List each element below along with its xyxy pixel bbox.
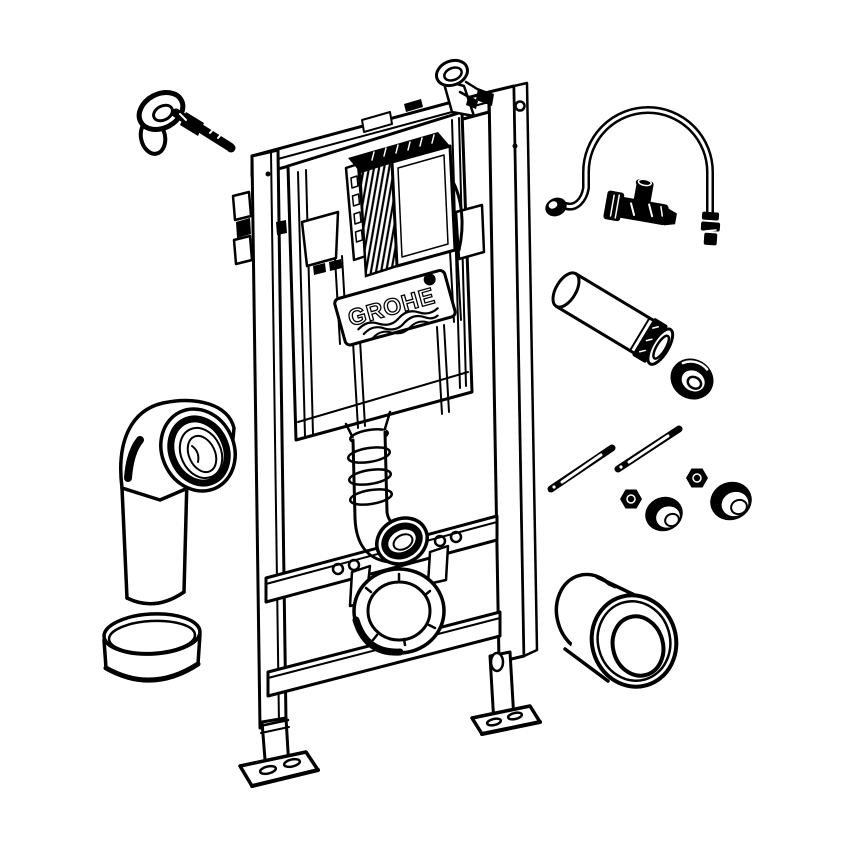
hose-fitting-right	[700, 211, 721, 246]
frame-foot-right	[470, 650, 542, 736]
actuator-top-dashes	[371, 134, 435, 161]
logo-wave-lines	[357, 307, 439, 339]
rail-clamp	[231, 190, 254, 266]
flush-actuator-unit	[344, 132, 464, 278]
hex-nut-left	[620, 489, 642, 509]
bracket-notches	[364, 572, 437, 647]
frame-foot-left	[238, 716, 320, 788]
wall-bracket	[434, 58, 494, 118]
cover-cap-left	[645, 496, 683, 532]
cover-cap-right	[710, 481, 752, 521]
top-rail-notch	[361, 111, 393, 133]
mounting-rod-right	[614, 425, 683, 473]
guide-strip-slots	[350, 175, 364, 243]
registered-trademark-dot	[423, 273, 436, 286]
actuator-access-panel	[390, 144, 457, 268]
flush-pipe-seal-ring	[670, 358, 714, 400]
flush-pipe	[551, 271, 675, 366]
right-rail	[487, 81, 539, 664]
outlet-elbow	[119, 398, 237, 606]
valve-body	[609, 195, 669, 226]
hex-nut-right	[686, 468, 708, 488]
actuator-top-face	[348, 132, 450, 172]
angle-valve	[603, 178, 677, 226]
cistern-cutout-left	[300, 210, 340, 268]
left-rail	[250, 148, 288, 730]
anchor-ring	[136, 90, 186, 132]
mounting-rod-left	[547, 444, 616, 493]
water-supply-hose	[545, 106, 721, 246]
actuator-hook-arm	[450, 178, 464, 252]
installation-frame: GROHE	[231, 58, 542, 788]
flush-bend	[344, 410, 429, 566]
outlet-end-cap	[102, 612, 202, 683]
wall-collar-sleeve	[554, 572, 679, 689]
wall-anchor-with-bolt	[136, 90, 236, 156]
wc-outlet-bracket	[348, 544, 450, 656]
